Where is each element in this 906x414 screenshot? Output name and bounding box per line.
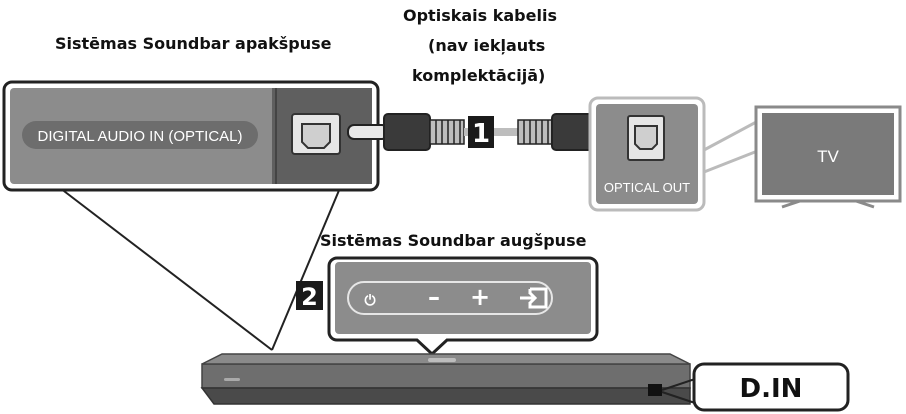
svg-text:1: 1 xyxy=(472,119,490,149)
display-callout: D.IN xyxy=(692,362,850,412)
cable-label-line3: komplektācijā) xyxy=(412,66,546,85)
soundbar-top-panel: ⏻ – + xyxy=(327,256,599,357)
callout-line-left xyxy=(59,187,273,351)
digital-audio-in-label: DIGITAL AUDIO IN (OPTICAL) xyxy=(37,128,242,145)
cable-label-line1: Optiskais kabelis xyxy=(403,6,557,25)
soundbar-display-window xyxy=(648,384,662,396)
tv-callout-bottom xyxy=(703,148,761,174)
svg-text:–: – xyxy=(428,283,440,311)
callout-line-right xyxy=(271,187,341,351)
optical-out-port xyxy=(627,115,665,161)
tv-icon: TV xyxy=(754,105,902,209)
step-2-badge: 2 xyxy=(296,281,323,311)
tv-label: TV xyxy=(817,147,839,166)
power-icon: ⏻ xyxy=(364,293,375,309)
minus-icon: – xyxy=(428,283,440,311)
optical-out-panel: OPTICAL OUT xyxy=(588,96,706,212)
tv-callout-top xyxy=(703,118,761,152)
soundbar-top-label: Sistēmas Soundbar augšpuse xyxy=(320,231,587,250)
soundbar xyxy=(200,353,699,405)
soundbar-bottom-label: Sistēmas Soundbar apakšpuse xyxy=(55,34,332,53)
cable-label-line2: (nav iekļauts xyxy=(428,36,546,55)
plus-icon: + xyxy=(470,283,490,311)
svg-text:+: + xyxy=(470,283,490,311)
source-icon xyxy=(520,287,548,309)
optical-in-port xyxy=(291,113,341,155)
optical-out-label: OPTICAL OUT xyxy=(604,180,690,195)
step-1-badge: 1 xyxy=(468,116,494,149)
svg-text:⏻: ⏻ xyxy=(364,293,375,309)
soundbar-bottom-panel: DIGITAL AUDIO IN (OPTICAL) xyxy=(2,80,380,192)
display-text: D.IN xyxy=(740,374,803,404)
svg-text:2: 2 xyxy=(301,283,318,311)
